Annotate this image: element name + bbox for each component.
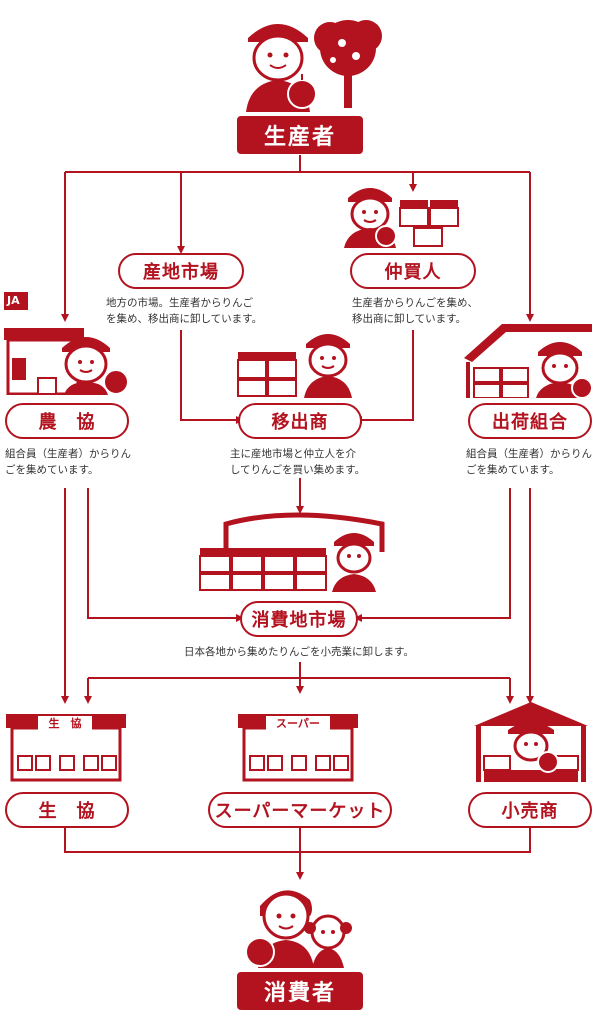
retail-shop-icon <box>474 702 588 782</box>
note-line: 地方の市場。生産者からりんご <box>106 297 253 309</box>
producer-farmer-icon <box>246 20 382 112</box>
consumer-market-box: 消費地市場 <box>240 601 358 637</box>
shipping-union-icon <box>464 324 593 398</box>
shipping-union-label: 出荷組合 <box>492 412 568 433</box>
middleman-note: 生産者からりんごを集め、 移出商に卸しています。 <box>352 295 492 327</box>
producer-label: 生産者 <box>263 125 336 150</box>
middleman-box: 仲買人 <box>350 253 476 289</box>
shipping-union-box: 出荷組合 <box>468 403 592 439</box>
middleman-label: 仲買人 <box>384 262 442 283</box>
ja-cooperative-label: 農 協 <box>38 412 96 433</box>
shipper-note: 主に産地市場と仲立人を介 してりんごを買い集めます。 <box>230 446 390 478</box>
note-line: ごを集めています。 <box>466 464 560 476</box>
ja-cooperative-box: 農 協 <box>5 403 129 439</box>
note-line: を集め、移出商に卸しています。 <box>106 313 263 325</box>
shipper-box: 移出商 <box>238 403 362 439</box>
supermarket-box: スーパーマーケット <box>208 792 392 828</box>
coop-store-sign: 生 協 <box>38 716 92 732</box>
shipper-label: 移出商 <box>271 412 329 433</box>
note-line: 主に産地市場と仲立人を介 <box>230 448 356 460</box>
supermarket-sign: スーパー <box>266 716 330 732</box>
note-line: 組合員（生産者）からりん <box>5 448 131 460</box>
consumer-market-note: 日本各地から集めたりんごを小売業に卸します。 <box>184 644 444 660</box>
note-line: ごを集めています。 <box>5 464 99 476</box>
ja-cooperative-note: 組合員（生産者）からりん ごを集めています。 <box>5 446 145 478</box>
retail-shop-label: 小売商 <box>501 801 559 822</box>
consumer-market-icon <box>199 512 385 592</box>
shipper-icon <box>237 334 352 398</box>
note-line: してりんごを買い集めます。 <box>230 464 366 476</box>
consumer-family-icon <box>245 890 352 968</box>
consumer-box: 消費者 <box>237 972 363 1010</box>
sanchi-market-label: 産地市場 <box>143 262 219 283</box>
ja-sign: JA <box>7 294 20 307</box>
ja-cooperative-icon <box>4 292 129 395</box>
sanchi-market-note: 地方の市場。生産者からりんご を集め、移出商に卸しています。 <box>106 295 266 327</box>
note-line: 組合員（生産者）からりん <box>466 448 592 460</box>
coop-box: 生 協 <box>5 792 129 828</box>
supermarket-label: スーパーマーケット <box>214 801 386 822</box>
middleman-icon <box>344 188 459 248</box>
consumer-label: 消費者 <box>263 981 336 1006</box>
producer-box: 生産者 <box>237 116 363 154</box>
note-line: 生産者からりんごを集め、 <box>352 297 478 309</box>
note-line: 移出商に卸しています。 <box>352 313 467 325</box>
note-line: 日本各地から集めたりんごを小売業に卸します。 <box>184 646 414 658</box>
coop-label: 生 協 <box>38 801 96 822</box>
shipping-union-note: 組合員（生産者）からりん ごを集めています。 <box>466 446 598 478</box>
sanchi-market-box: 産地市場 <box>118 253 244 289</box>
retail-shop-box: 小売商 <box>468 792 592 828</box>
consumer-market-label: 消費地市場 <box>251 610 347 631</box>
